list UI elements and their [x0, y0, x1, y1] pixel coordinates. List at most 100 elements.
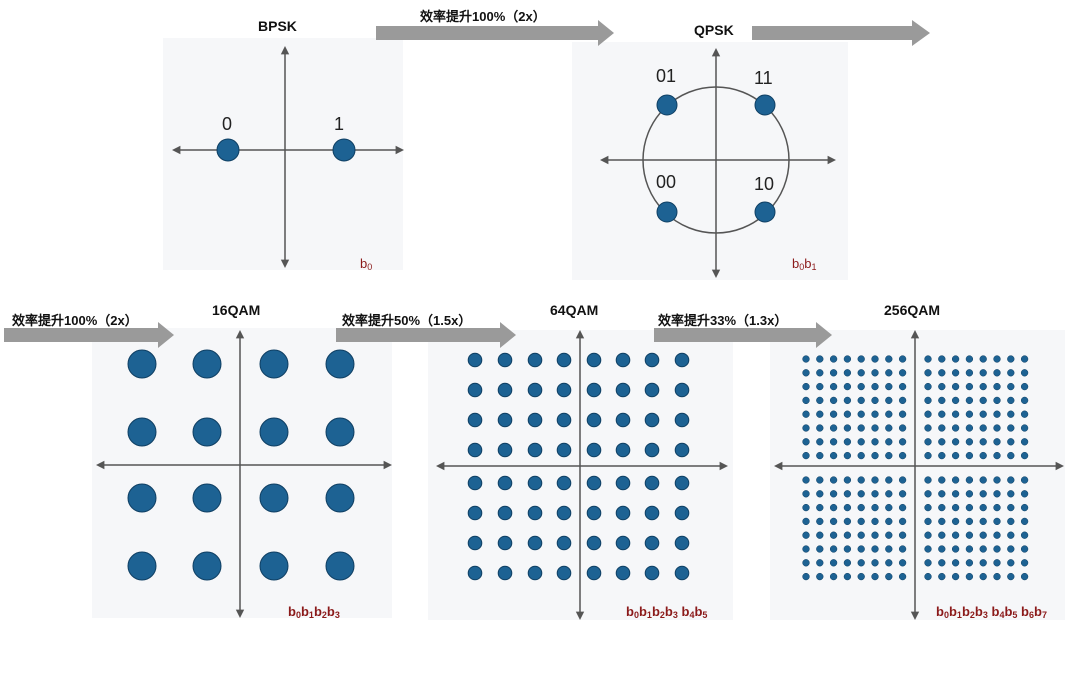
- qam64-point-1-5: [615, 382, 631, 398]
- qam256-point-2-4: [857, 382, 865, 391]
- qam256-point-1-2: [829, 369, 838, 377]
- qam64-point-3-4: [586, 442, 602, 458]
- qpsk-title: QPSK: [694, 22, 734, 38]
- qam256-point-9-11: [965, 490, 974, 498]
- qam16-point-2-3: [325, 483, 355, 513]
- qam256-point-15-9: [938, 572, 946, 581]
- qam256-point-0-9: [938, 355, 946, 363]
- qam256-point-4-5: [871, 410, 879, 418]
- bpsk-y-arrow-down: [280, 259, 290, 268]
- qam256-point-2-6: [885, 382, 893, 391]
- qam256-panel: [770, 330, 1065, 620]
- qam64-point-2-3: [556, 412, 572, 428]
- qam256-point-5-13: [993, 424, 1001, 432]
- qam256-point-14-13: [993, 559, 1001, 567]
- qam256-point-13-9: [938, 545, 946, 553]
- qam256-point-11-2: [829, 517, 838, 526]
- qam256-point-6-0: [802, 438, 810, 446]
- qam64-point-3-5: [615, 442, 631, 458]
- qam64-point-1-6: [644, 382, 660, 398]
- qam64-point-2-5: [615, 412, 631, 428]
- qam256-point-1-14: [1007, 369, 1015, 377]
- efficiency-arrow-1: [376, 20, 614, 46]
- qam256-point-10-13: [993, 503, 1001, 512]
- qam64-point-1-0: [467, 382, 483, 398]
- qam64-bit-sub-4: 4: [689, 610, 695, 620]
- qam256-point-2-15: [1020, 382, 1029, 391]
- qam16-point-3-0: [127, 551, 157, 581]
- qam16-point-1-3: [325, 417, 355, 447]
- qam256-point-10-3: [843, 503, 852, 512]
- qam64-point-0-2: [527, 352, 543, 368]
- qam256-point-13-14: [1007, 545, 1015, 553]
- qam256-point-9-7: [898, 490, 907, 498]
- qam256-point-2-13: [993, 382, 1001, 391]
- efficiency-arrow-3: [4, 322, 174, 348]
- qam64-point-1-1: [497, 382, 513, 398]
- qam256-point-11-3: [843, 517, 852, 526]
- qam256-point-11-12: [979, 517, 987, 526]
- qam256-point-8-10: [951, 476, 960, 484]
- qam256-point-2-5: [871, 382, 879, 391]
- qam256-point-0-2: [829, 355, 838, 363]
- qam256-point-10-1: [816, 503, 824, 512]
- qam256-point-3-9: [938, 396, 946, 405]
- qam64-bit-letter-3: b: [664, 604, 673, 619]
- qam256-point-7-2: [829, 451, 838, 460]
- qam64-point-0-7: [674, 352, 690, 368]
- qam16-point-2-1: [192, 483, 222, 513]
- qpsk-label-10: 10: [754, 174, 775, 194]
- qam256-point-13-11: [965, 545, 974, 553]
- qam256-point-15-13: [993, 572, 1001, 581]
- qam256-point-3-14: [1007, 396, 1015, 405]
- qam256-point-4-3: [843, 410, 852, 418]
- qpsk-point-10: [754, 201, 776, 223]
- qam256-point-1-13: [993, 369, 1001, 377]
- qam256-point-10-10: [951, 503, 960, 512]
- qam64-point-5-4: [586, 505, 602, 521]
- qam256-point-5-11: [965, 424, 974, 432]
- qam16-point-1-1: [192, 417, 222, 447]
- qam64-point-4-3: [556, 475, 572, 491]
- qam256-point-0-12: [979, 355, 987, 363]
- qam64-point-1-4: [586, 382, 602, 398]
- qam256-point-13-12: [979, 545, 987, 553]
- qam256-point-5-7: [898, 424, 907, 432]
- qam64-point-5-5: [615, 505, 631, 521]
- qam64-point-5-7: [674, 505, 690, 521]
- qam256-point-4-14: [1007, 410, 1015, 418]
- qam256-point-0-13: [993, 355, 1001, 363]
- qam64-point-3-2: [527, 442, 543, 458]
- qam256-point-4-12: [979, 410, 987, 418]
- qam256-point-0-4: [857, 355, 865, 363]
- qam64-point-7-2: [527, 565, 543, 581]
- qam256-point-7-0: [802, 451, 810, 460]
- qam256-point-5-9: [938, 424, 946, 432]
- qam256-point-8-9: [938, 476, 946, 484]
- qam64-point-5-3: [556, 505, 572, 521]
- bpsk-y-arrow-up: [280, 46, 290, 55]
- bpsk-bits: b0: [360, 256, 372, 272]
- qam256-point-15-3: [843, 572, 852, 581]
- qam256-point-10-11: [965, 503, 974, 512]
- qam64-bit-letter-4: b: [677, 604, 690, 619]
- qam256-point-12-8: [924, 531, 932, 539]
- qpsk-bit-sub-0: 0: [799, 262, 805, 272]
- qam256-bit-letter-6: b: [1017, 604, 1029, 619]
- qam256-point-9-15: [1020, 490, 1029, 498]
- qam64-point-0-4: [586, 352, 602, 368]
- qam256-point-15-7: [898, 572, 907, 581]
- qam256-point-12-12: [979, 531, 987, 539]
- qam256-point-9-3: [843, 490, 852, 498]
- qpsk-x-arrow-right: [827, 155, 836, 165]
- qam256-point-12-5: [871, 531, 879, 539]
- qam256-point-13-2: [829, 545, 838, 553]
- qam64-point-4-6: [644, 475, 660, 491]
- qam256-point-10-12: [979, 503, 987, 512]
- qam16-x-arrow-right: [383, 460, 392, 470]
- qam256-point-1-12: [979, 369, 987, 377]
- qam256-point-10-7: [898, 503, 907, 512]
- qam64-bit-letter-5: b: [694, 604, 703, 619]
- qam256-point-4-7: [898, 410, 907, 418]
- qam256-point-3-0: [802, 396, 810, 405]
